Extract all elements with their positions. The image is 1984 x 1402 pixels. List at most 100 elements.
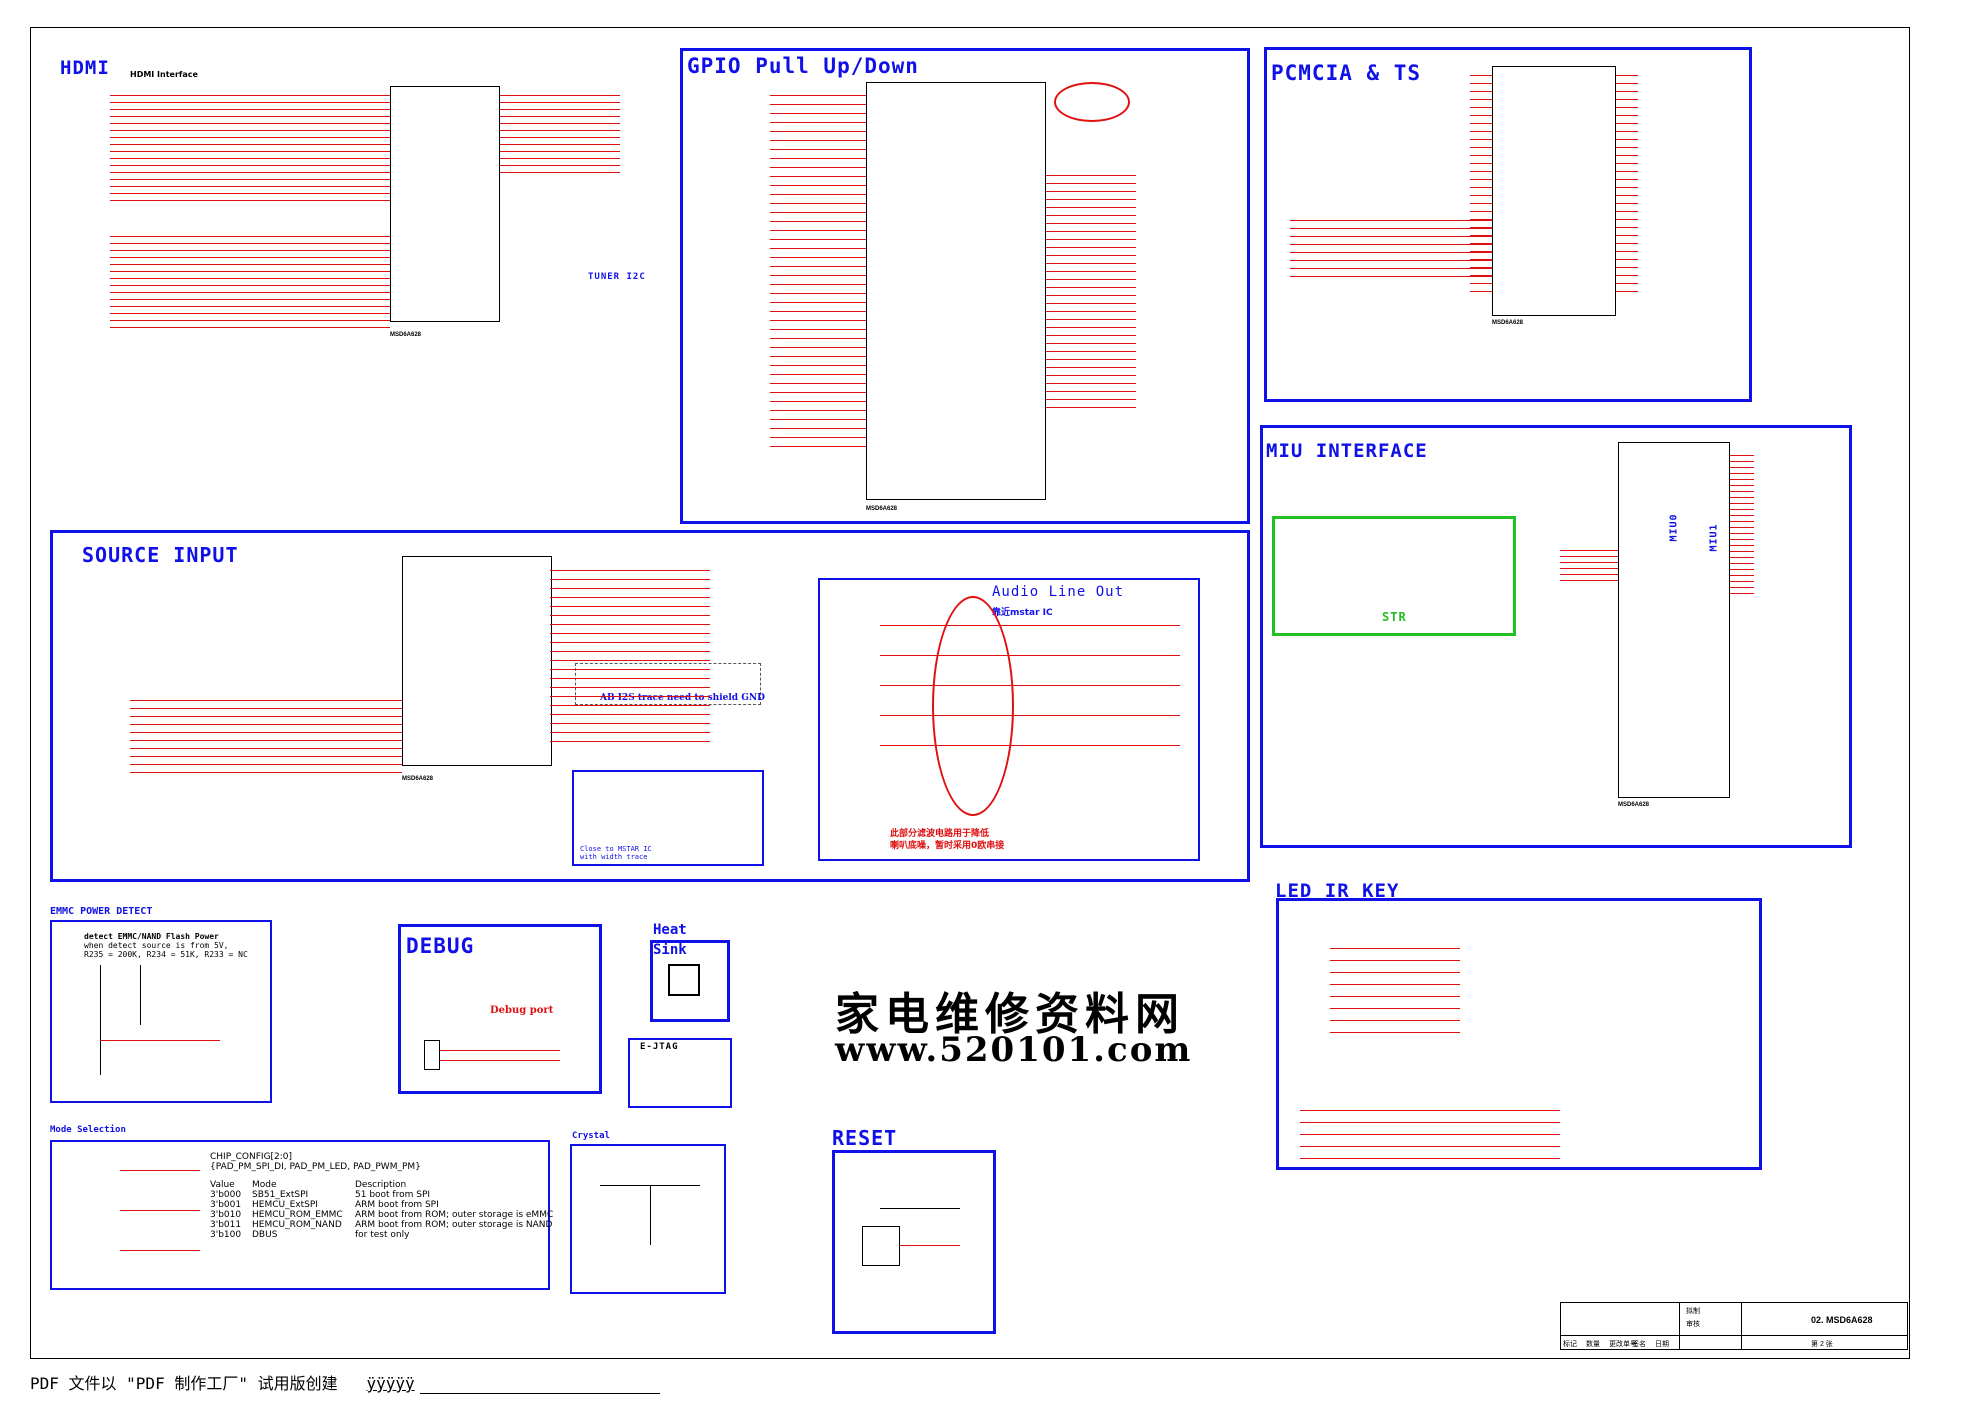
wire (1046, 399, 1136, 400)
wire (1300, 1146, 1560, 1147)
wire (1046, 303, 1136, 304)
wire (770, 221, 866, 222)
chip-config-cell: ARM boot from ROM; outer storage is NAND (355, 1220, 553, 1230)
reset-title: RESET (832, 1126, 898, 1150)
gpio-chip-name: MSD6A628 (866, 506, 898, 512)
ejtag-title: E-JTAG (640, 1042, 679, 1052)
wire (1470, 227, 1492, 228)
mstar-close-note: Close to MSTAR IC with width trace (580, 845, 652, 861)
debug-title: DEBUG (406, 934, 475, 958)
wire (1330, 948, 1460, 949)
wire (500, 137, 620, 138)
gpio-highlight-oval (1054, 82, 1130, 122)
wire (550, 606, 710, 607)
wire (770, 230, 866, 231)
hdmi-chip-name: MSD6A628 (390, 332, 422, 338)
wire (110, 186, 390, 187)
led-title: LED IR KEY (1275, 880, 1400, 902)
wire (1730, 575, 1754, 576)
wire (1470, 123, 1492, 124)
wire (1616, 131, 1638, 132)
wire (1730, 521, 1754, 522)
wire (1730, 593, 1754, 594)
wire (110, 165, 390, 166)
wire (440, 1060, 560, 1061)
wire (550, 705, 710, 706)
wire (110, 200, 390, 201)
gpio-title: GPIO Pull Up/Down (687, 54, 919, 78)
wire (770, 392, 866, 393)
wire (1046, 215, 1136, 216)
hdmi-chip (390, 86, 500, 322)
wire (770, 140, 866, 141)
wire (550, 642, 710, 643)
chip-config-cell: DBUS (252, 1230, 278, 1240)
wire (1300, 1110, 1560, 1111)
miu-block (1260, 425, 1852, 848)
wire (500, 165, 620, 166)
title-page: 第 2 张 (1811, 1341, 1833, 1348)
wire (1470, 267, 1492, 268)
wire (500, 144, 620, 145)
title-label: 数量 (1586, 1341, 1600, 1348)
title-block: 拟制 审核 02. MSD6A628 第 2 张 标记数量更改单号签名日期 (1560, 1302, 1908, 1350)
wire (500, 123, 620, 124)
wire (1616, 243, 1638, 244)
wire (1730, 569, 1754, 570)
wire (130, 740, 402, 741)
pcmcia-chip-name: MSD6A628 (1492, 320, 1524, 326)
wire (1616, 211, 1638, 212)
wire (550, 615, 710, 616)
wire (1046, 231, 1136, 232)
wire (100, 1040, 220, 1041)
wire (1730, 503, 1754, 504)
wire (1616, 283, 1638, 284)
wire (110, 320, 390, 321)
miu1-label: MIU1 (1708, 523, 1720, 552)
wire (1470, 235, 1492, 236)
pdf-footer-link[interactable]: ÿÿÿÿÿ (366, 1374, 415, 1393)
wire (550, 678, 710, 679)
wire (130, 748, 402, 749)
pdf-footer: PDF 文件以 "PDF 制作工厂" 试用版创建 ÿÿÿÿÿ (30, 1370, 415, 1394)
title-draw: 拟制 (1686, 1308, 1700, 1315)
wire (1046, 287, 1136, 288)
wire (110, 102, 390, 103)
wire (1046, 335, 1136, 336)
wire (1330, 1032, 1460, 1033)
wire (880, 655, 1180, 656)
wire (770, 356, 866, 357)
chip-config-cell: ARM boot from SPI (355, 1200, 439, 1210)
wire (110, 158, 390, 159)
wire (500, 172, 620, 173)
wire (1290, 276, 1492, 277)
wire (500, 95, 620, 96)
wire (1730, 563, 1754, 564)
wire (770, 95, 866, 96)
chip-config-col-value: Value (210, 1180, 235, 1190)
wire (1730, 491, 1754, 492)
wire (1470, 75, 1492, 76)
emmc-title: EMMC POWER DETECT (50, 906, 153, 917)
wire (1470, 243, 1492, 244)
pcmcia-title: PCMCIA & TS (1271, 61, 1422, 85)
wire (1470, 83, 1492, 84)
wire (1730, 581, 1754, 582)
wire (1616, 227, 1638, 228)
wire (1290, 236, 1492, 237)
wire (110, 327, 390, 328)
wire (1616, 179, 1638, 180)
wire (550, 714, 710, 715)
wire (1560, 562, 1618, 563)
wire (130, 756, 402, 757)
wire (770, 122, 866, 123)
debug-connector (424, 1040, 440, 1070)
title-label: 签名 (1632, 1341, 1646, 1348)
wire (1730, 527, 1754, 528)
wire (770, 293, 866, 294)
wire (1046, 375, 1136, 376)
i2s-shield-note: AB I2S trace need to shield GND (600, 693, 765, 703)
wire (1470, 91, 1492, 92)
wire (880, 625, 1180, 626)
wire (550, 651, 710, 652)
